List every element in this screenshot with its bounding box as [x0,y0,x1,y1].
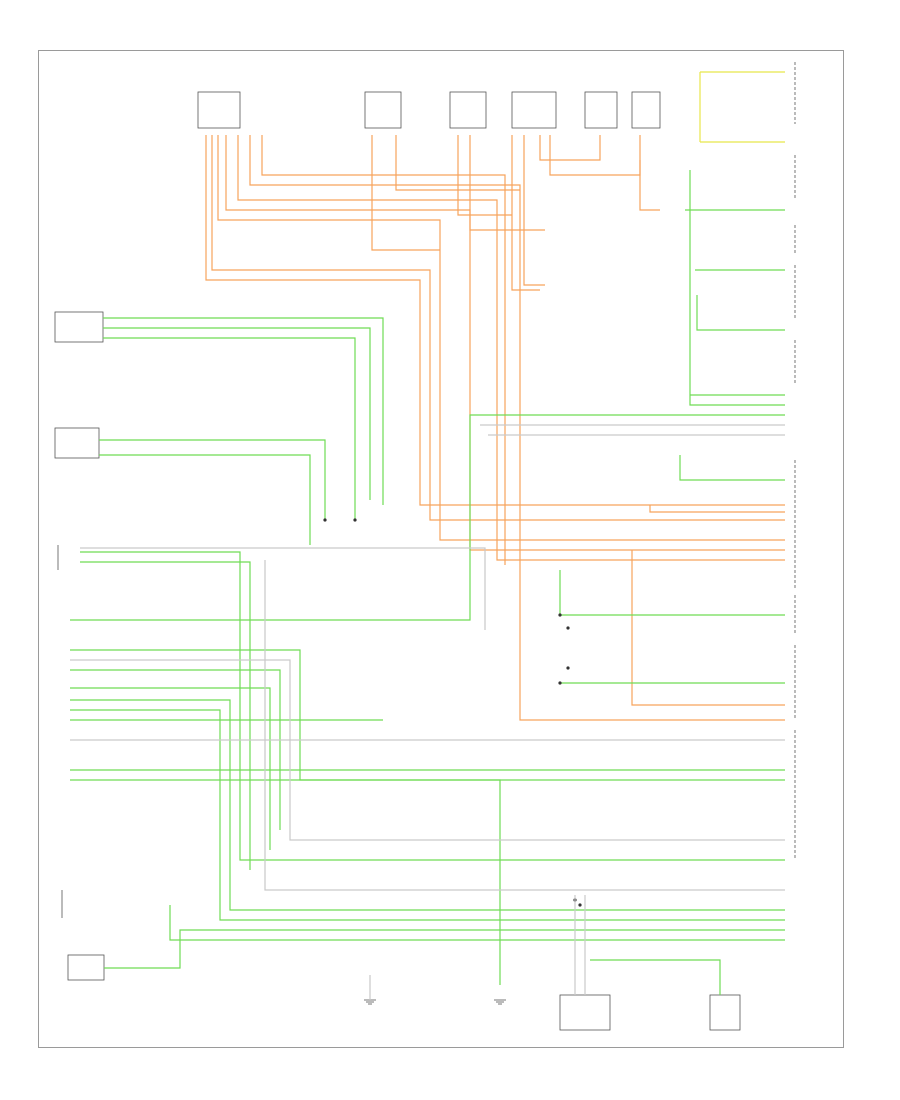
green-wire-left-7 [80,561,251,870]
orange-wire-1 [205,135,785,506]
orange-wire-2 [211,135,785,521]
green-wire-left-9 [70,649,785,781]
orange-wire-9 [395,135,520,191]
diagram-frame [38,50,844,1048]
orange-wire-10 [457,135,512,216]
green-wire-left-2 [103,327,371,500]
orange-wire-5 [237,135,785,561]
green-wire-left-11 [70,687,271,850]
gray-wire-1 [70,659,785,841]
splice-3 [558,613,562,617]
green-wire-left-6 [80,551,785,861]
splice-8 [578,903,582,907]
green-wire-left-1 [103,317,384,505]
green-wire-right-1 [689,170,785,406]
top-sensor-3 [449,91,487,129]
left-module-2 [54,427,100,459]
orange-wire-14 [539,135,601,161]
green-wire-left-18 [104,929,785,969]
bottom-module-1 [559,994,611,1031]
green-wire-right-7 [559,570,785,616]
green-wire-left-12 [70,699,785,911]
bottom-module-2 [709,994,741,1031]
splice-1 [323,518,327,522]
green-wire-left-16 [70,779,501,985]
orange-wire-17 [631,550,785,706]
top-sensor-2 [364,91,402,129]
left-module-5 [67,954,105,981]
splice-4 [558,681,562,685]
orange-wire-16 [639,160,660,211]
orange-wire-3 [217,135,785,541]
splice-6 [566,666,570,670]
top-sensor-5 [584,91,618,129]
orange-wire-12 [511,135,540,291]
green-wire-bottom-1 [590,959,721,995]
green-wire-left-4 [99,439,326,520]
green-wire-left-3 [103,337,356,520]
orange-wire-13 [523,135,545,286]
orange-wire-15 [549,135,641,176]
orange-wire-11 [469,135,545,231]
green-wire-left-17 [169,905,785,941]
left-module-1 [54,311,104,343]
green-wire-left-5 [99,454,311,545]
top-sensor-6 [631,91,661,129]
splice-5 [566,626,570,630]
orange-wire-7 [261,135,506,565]
green-wire-left-8 [70,414,785,621]
green-wire-left-13 [70,709,785,921]
orange-wire-18 [649,505,785,513]
gray-wire-6 [80,547,486,630]
green-wire-left-10 [70,669,281,830]
green-wire-right-6 [679,455,785,481]
green-wire-right-4 [696,295,785,331]
top-sensor-4 [511,91,557,129]
orange-wire-6 [249,135,785,721]
orange-wire-8 [371,135,440,251]
top-sensor-1 [197,91,241,129]
gray-wire-5 [264,560,785,891]
splice-2 [353,518,357,522]
